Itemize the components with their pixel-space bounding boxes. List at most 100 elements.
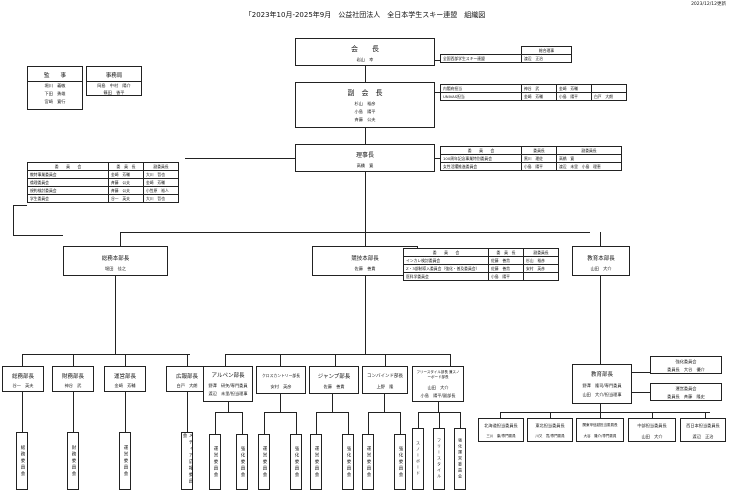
table-cell: 小島 陽平	[556, 92, 592, 101]
table-cell: 倫理委員会	[27, 178, 109, 187]
region-person: 大谷 隆介/専門委員	[583, 434, 617, 438]
dept-person: 渡辺 未里/担当理事	[208, 391, 248, 396]
committee-vbox: 運営委員会	[258, 434, 270, 490]
table-cell: 渡辺 未里 小島 理恵	[556, 162, 622, 171]
dept-person: 白戸 大朗	[176, 383, 198, 388]
dept-person: 谷一 英夫	[12, 383, 34, 388]
table-cell: 金崎 芳輔	[521, 92, 557, 101]
hq-title: 総務本部長	[101, 256, 130, 262]
dept-person: 金崎 芳輔	[114, 383, 136, 388]
chair-box: 理事長 高橋 寛	[295, 144, 435, 172]
auditor-person: 堀川 義敏	[44, 83, 66, 88]
committee-title: 強化委員会	[675, 359, 697, 364]
education-dept-box: 教育部長 野澤 隆司/専門委員 山田 大介/担当理事	[572, 364, 632, 404]
committee-vbox: 強化委員会	[236, 434, 248, 490]
committee-vbox: 運営委員会	[310, 434, 322, 490]
dept-person: 小島 陽平/副部長	[420, 393, 456, 398]
edu-committee-box: 強化委員会 委員長 大谷 優介	[650, 356, 722, 374]
table-cell: 学生委員会	[27, 194, 109, 203]
dept-title: コンバインド部長	[367, 374, 403, 379]
table-cell: 金崎 芳輔	[143, 178, 179, 187]
dept-person: 野澤 隆司/専門委員	[582, 383, 622, 388]
dept-box: 広報部長 白戸 大朗	[166, 366, 208, 392]
committee-vbox: 強化委員会	[394, 434, 406, 490]
committee-vbox: フリースタイル	[433, 428, 445, 490]
dept-box: ジャンプ部長 佐藤 善貴	[309, 366, 359, 394]
secretariat-person: 岡島 中村 陽介	[97, 83, 131, 88]
region-person: 川又 寛/専門委員	[535, 434, 565, 438]
education-hq-box: 教育本部長 山田 大介	[572, 246, 630, 276]
table-cell	[523, 272, 559, 281]
dept-box: 運営部長 金崎 芳輔	[104, 366, 146, 392]
region-person: 三川 康/専門委員	[486, 434, 516, 438]
table-cell: Z・3部制導入委員会（強化・普及委員会）	[403, 264, 489, 273]
table-cell: 大川 哲也	[143, 194, 179, 203]
dept-box: クロスカントリー部長 安村 英彦	[256, 366, 306, 394]
committee-vbox: 強化運営委員会	[454, 428, 466, 490]
committee-vbox: 運営委員会	[362, 434, 374, 490]
table-header: 総合理事	[521, 46, 572, 55]
dept-title: ジャンプ部長	[317, 374, 351, 380]
sogo-riji-table: 総合理事 全国西部学生スキー連盟渡辺 正治	[440, 46, 572, 63]
hq-title: 競技本部長	[351, 256, 379, 262]
table-cell: 高橋 寛	[556, 154, 622, 163]
dept-box: フリースタイル部長 兼スノーボード部長 山田 大介 小島 陽平/副部長	[412, 366, 464, 402]
spine-line	[365, 66, 366, 354]
table-cell: 佐藤 善貴	[488, 256, 524, 265]
president-box: 会 長 岩山 幸	[295, 38, 435, 66]
table-cell: 渡辺 正治	[521, 54, 572, 63]
committee-vbox: メディア広報委員会	[181, 432, 193, 490]
dept-person: 山田 大介/担当理事	[582, 392, 622, 397]
table-header: 委 員 会	[440, 146, 522, 155]
vice-person: 小島 陽平	[354, 109, 376, 114]
competition-committee-table: 委 員 会委 員 長副委員長 インカレ検討委員会佐藤 善貴杉山 裕彦 Z・3部制…	[403, 248, 559, 281]
committee-vbox: 総務委員会	[16, 432, 28, 490]
dept-title: 広報部長	[175, 374, 198, 380]
table-cell: 教特事業委員会	[27, 170, 109, 179]
hq-person: 佐藤 善貴	[354, 266, 376, 271]
dept-title: クロスカントリー部長	[262, 373, 300, 378]
region-title: 北海道担当委員長	[484, 423, 518, 428]
dept-person: 安村 英彦	[270, 384, 292, 389]
vice-president-box: 副 会 長 杉山 裕彦 小島 陽平 斉藤 公夫	[295, 82, 435, 128]
auditor-person: 下田 勇雄	[44, 91, 66, 96]
table-cell: インカレ検討委員会	[403, 256, 489, 265]
region-title: 中部担当委員長	[637, 423, 667, 428]
region-box: 北海道担当委員長 三川 康/専門委員	[478, 418, 524, 442]
dept-title: 教育部長	[590, 372, 613, 378]
table-cell: 医科学委員会	[403, 272, 489, 281]
region-box: 関東甲信越担当委員長 大谷 隆介/専門委員	[576, 418, 624, 442]
table-header: 委 員 長	[108, 162, 144, 171]
auditors-box: 監 事 堀川 義敏 下田 勇雄 宮崎 寛行	[27, 66, 83, 110]
table-cell: 小島 陽平	[521, 162, 557, 171]
table-header: 委員長	[521, 146, 557, 155]
dept-title: 財務部長	[61, 374, 84, 380]
dept-person: 神谷 武	[64, 383, 82, 388]
region-person: 山田 大介	[641, 434, 663, 439]
table-header: 委 員 会	[27, 162, 109, 171]
special-committee-table: 委 員 会委員長副委員長 100周年記念事業特別委員会黒川 理佐高橋 寛 女性活…	[440, 146, 622, 171]
table-cell: 大川 哲也	[143, 170, 179, 179]
table-cell: UNIVAS担当	[440, 92, 522, 101]
dept-person: 山田 大介	[427, 385, 449, 390]
region-box: 西日本担当委員長 渡辺 正治	[680, 418, 726, 442]
table-header: 副委員長	[143, 162, 179, 171]
edu-committee-box: 運営委員会 委員長 斉藤 隆史	[650, 383, 722, 401]
region-title: 西日本担当委員長	[686, 423, 720, 428]
table-cell: 内閣府担当	[440, 84, 522, 93]
table-cell: 全国西部学生スキー連盟	[440, 54, 522, 63]
region-title: 関東甲信越担当委員長	[582, 423, 618, 427]
dept-person: 佐藤 善貴	[323, 384, 345, 389]
table-header: 副委員長	[556, 146, 622, 155]
table-cell: 谷一 英夫	[108, 194, 144, 203]
secretariat-title: 事務局	[105, 73, 123, 79]
auditors-title: 監 事	[43, 73, 66, 79]
table-cell: 白戸 大朗	[591, 92, 627, 101]
dept-box: アルペン部長 野澤 研矢/専門委員 渡辺 未里/担当理事	[203, 366, 253, 402]
table-header: 委 員 長	[488, 248, 524, 257]
committee-vbox: スノーボード	[412, 428, 424, 490]
table-header: 委 員 会	[403, 248, 489, 257]
chair-person: 高橋 寛	[356, 163, 374, 168]
committee-vbox: 強化委員会	[290, 434, 302, 490]
dept-person: 上野 隆	[376, 384, 394, 389]
